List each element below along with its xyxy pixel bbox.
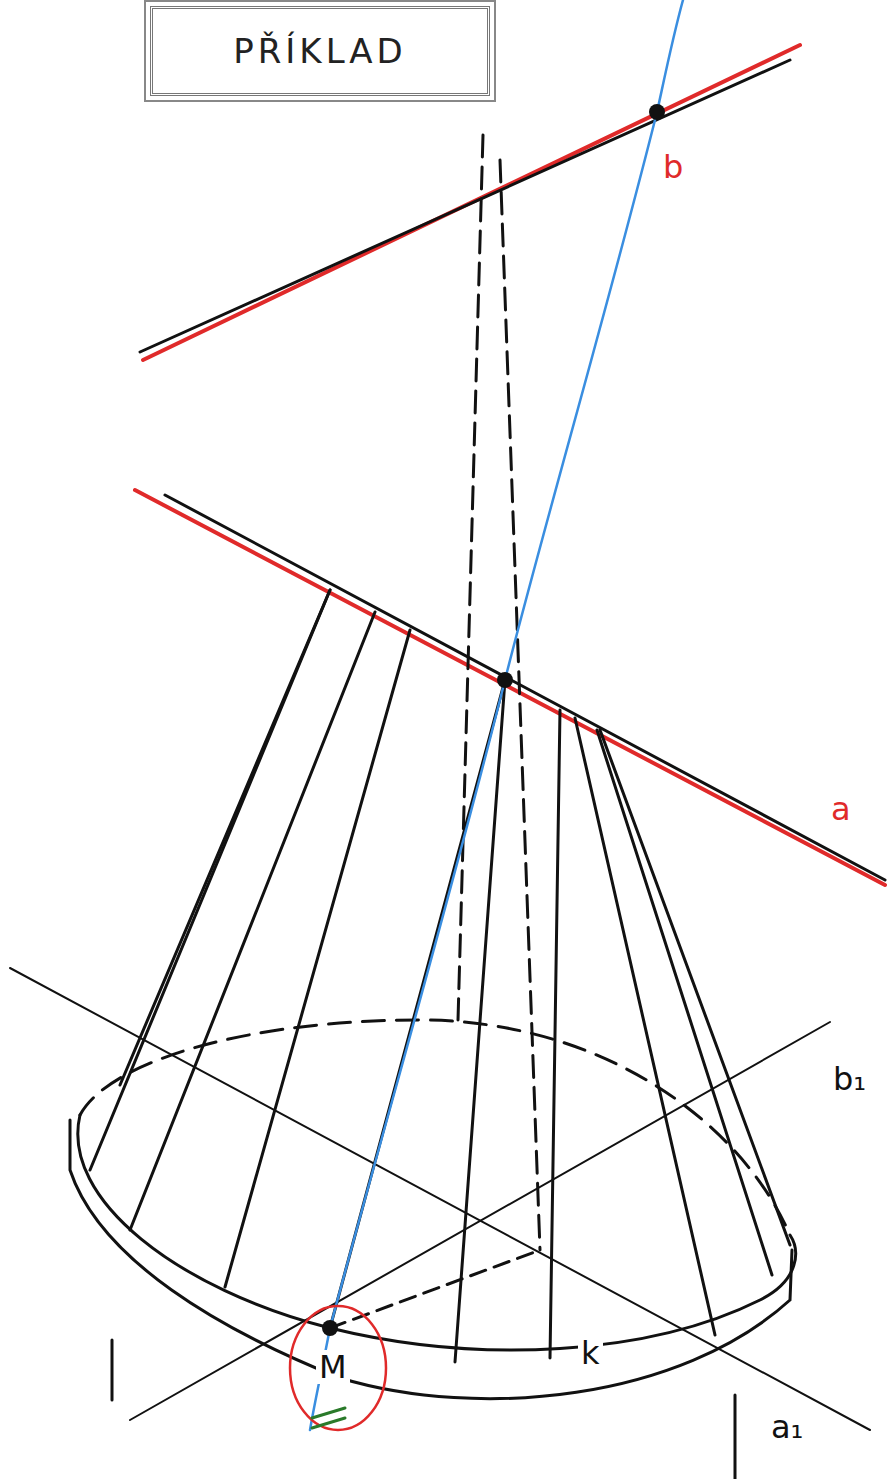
support-line xyxy=(111,1340,114,1400)
point xyxy=(649,104,665,120)
highlight-ring xyxy=(290,1306,386,1430)
line-label: b₁ xyxy=(830,1062,869,1096)
support-line xyxy=(734,1395,737,1479)
point xyxy=(497,672,513,688)
title-box: PŘÍKLAD xyxy=(150,6,490,96)
title-text: PŘÍKLAD xyxy=(233,31,407,71)
line-label: a xyxy=(828,792,854,826)
line-b xyxy=(140,60,790,352)
base-curve-k xyxy=(78,1115,796,1350)
base-band xyxy=(70,1120,792,1399)
line-a-red xyxy=(135,490,885,885)
underline-mark xyxy=(312,1408,345,1428)
point-m xyxy=(322,1320,338,1336)
line-b1 xyxy=(130,1022,830,1420)
projection-line xyxy=(458,135,483,1020)
line-label: a₁ xyxy=(768,1410,806,1444)
cone-rulings xyxy=(90,590,790,1362)
line-label: b xyxy=(660,150,686,184)
curve-label: k xyxy=(578,1336,603,1370)
projection-line xyxy=(500,160,540,1250)
intersection-curve xyxy=(310,0,683,1430)
point-label: M xyxy=(316,1350,350,1384)
